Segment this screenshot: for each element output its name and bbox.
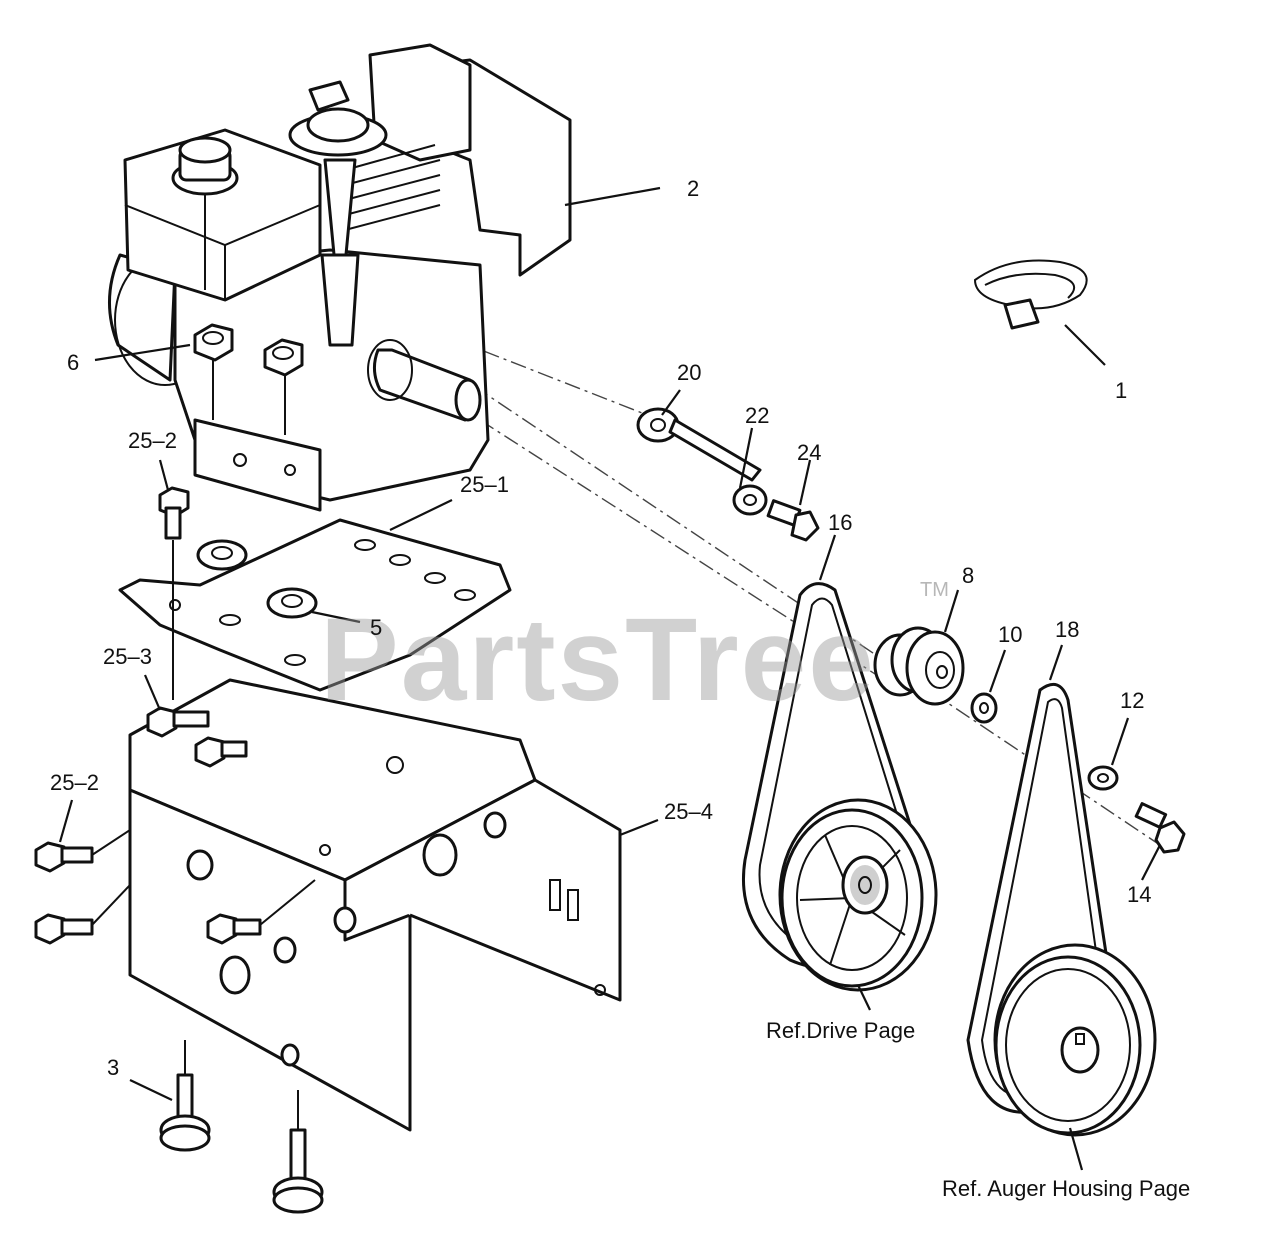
lock-nut-group — [193, 323, 304, 435]
callout-22: 22 — [745, 403, 769, 428]
ref-auger-housing-page: Ref. Auger Housing Page — [942, 1176, 1190, 1201]
belleville-washer — [1087, 765, 1119, 791]
callout-25-4: 25–4 — [664, 799, 713, 824]
hex-bolt — [1134, 802, 1186, 854]
leader-lines — [58, 186, 1161, 1171]
lock-washer-bottom — [266, 587, 318, 619]
flange-bolt-25-2-c — [206, 879, 316, 945]
wiring-harness — [973, 259, 1088, 330]
watermark-trademark: TM — [920, 579, 949, 601]
idler-hardware — [636, 407, 820, 542]
carriage-bolt-left — [159, 1040, 211, 1152]
carriage-bolt-right — [272, 1090, 324, 1214]
callout-12: 12 — [1120, 688, 1144, 713]
callout-6: 6 — [67, 350, 79, 375]
carriage-bolt-group — [159, 1040, 324, 1214]
callout-25-1: 25–1 — [460, 472, 509, 497]
callout-3: 3 — [107, 1055, 119, 1080]
callout-labels: 2 1 6 20 22 24 25–2 25–1 16 8 10 18 5 25… — [50, 176, 1190, 1201]
callout-25-2-top: 25–2 — [128, 428, 177, 453]
lock-nut-right — [263, 338, 304, 435]
lock-washer-top — [196, 539, 248, 571]
flange-bolt-25-2-b — [34, 884, 131, 945]
chassis-housing — [128, 678, 622, 1132]
ref-drive-page: Ref.Drive Page — [766, 1018, 915, 1043]
callout-25-2-bottom: 25–2 — [50, 770, 99, 795]
callout-25-3: 25–3 — [103, 644, 152, 669]
spacer — [970, 692, 998, 724]
flange-bolt-group — [34, 486, 316, 945]
lock-nut-left — [193, 323, 234, 420]
lock-washer-group — [196, 539, 318, 619]
engine-pulley — [873, 626, 965, 706]
callout-16: 16 — [828, 510, 852, 535]
callout-5: 5 — [370, 615, 382, 640]
callout-1: 1 — [1115, 378, 1127, 403]
callout-10: 10 — [998, 622, 1022, 647]
callout-20: 20 — [677, 360, 701, 385]
callout-18: 18 — [1055, 617, 1079, 642]
callout-14: 14 — [1127, 882, 1151, 907]
callout-2: 2 — [687, 176, 699, 201]
watermark-text: PartsTree — [320, 594, 876, 726]
drive-pulley — [778, 798, 938, 992]
callout-8: 8 — [962, 563, 974, 588]
cylinder-fins — [344, 144, 441, 231]
callout-24: 24 — [797, 440, 821, 465]
flange-bolt-25-2-a — [34, 829, 131, 873]
flange-bolt-25-2-top — [158, 486, 190, 700]
flange-bolt-25-3-a — [146, 706, 210, 738]
engine-assembly — [108, 43, 572, 512]
auger-pulley — [993, 943, 1157, 1137]
flange-bolt-25-3-b — [194, 736, 248, 768]
watermark: PartsTree TM — [320, 579, 949, 726]
